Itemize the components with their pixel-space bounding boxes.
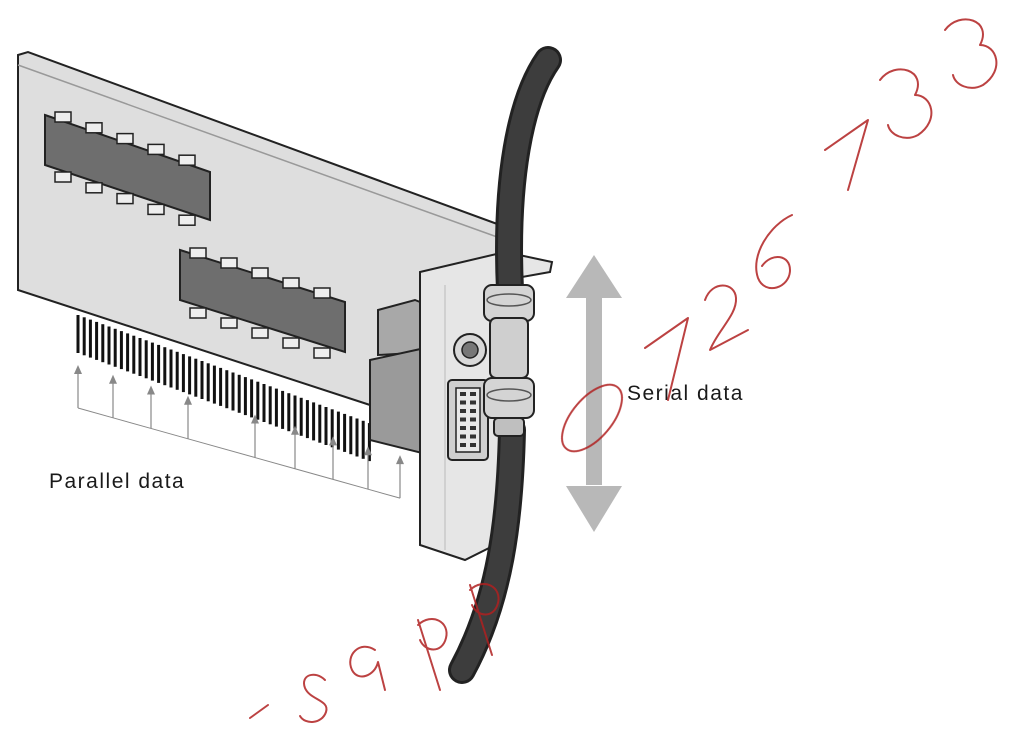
chip-pin [179,155,195,165]
chip-pin [86,183,102,193]
db-pin [470,418,476,422]
chip-pin [179,215,195,225]
chip-pin [117,134,133,144]
chip-pin [190,248,206,258]
chip-pin [55,112,71,122]
db-pin [460,409,466,413]
chip-pin [86,123,102,133]
db-pin [460,443,466,447]
chip-pin [283,338,299,348]
db-pin [470,426,476,430]
chip-pin [148,144,164,154]
chip-pin [221,258,237,268]
bnc-connector [484,285,534,436]
chip-pin [314,288,330,298]
db-pin [470,401,476,405]
chip-pin [55,172,71,182]
db-pin [470,392,476,396]
chip-pin [190,308,206,318]
parallel-data-label: Parallel data [49,470,185,494]
db-pin [460,392,466,396]
chip-pin [252,268,268,278]
db-pin [460,401,466,405]
chip-pin [252,328,268,338]
chip-pin [148,204,164,214]
db-pin [460,426,466,430]
chip-pin [117,194,133,204]
chip-pin [221,318,237,328]
db-pin [460,418,466,422]
chip-pin [283,278,299,288]
serial-data-label: Serial data [627,382,744,406]
db-pin [460,435,466,439]
db-pin [470,435,476,439]
db-pin [470,443,476,447]
chip-pin [314,348,330,358]
db-pin [470,409,476,413]
